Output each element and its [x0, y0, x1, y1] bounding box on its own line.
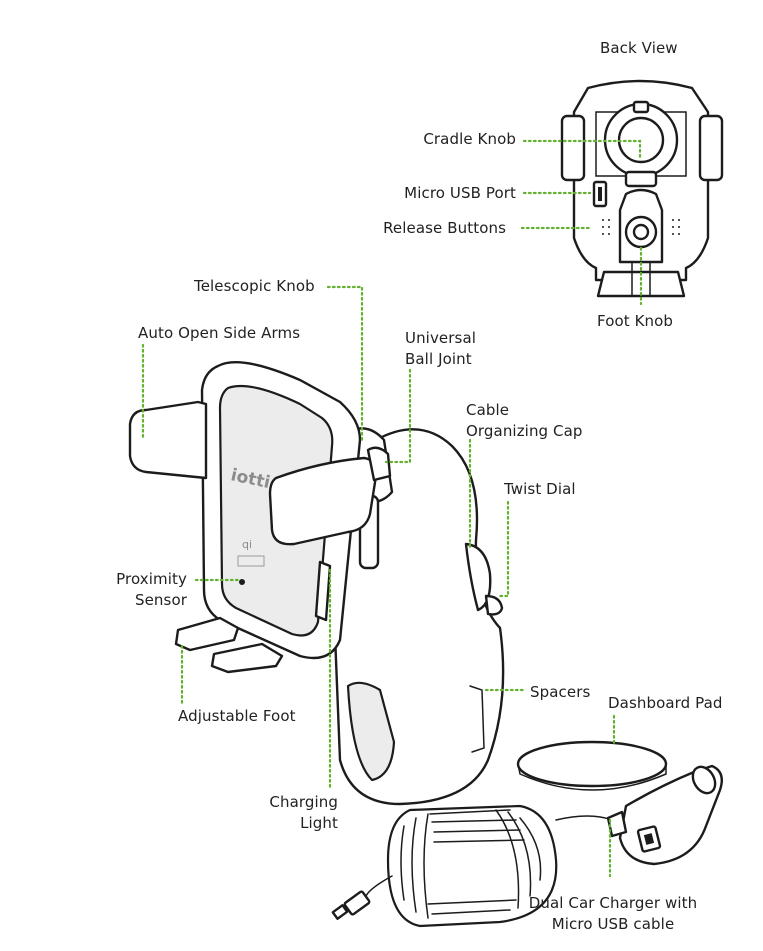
label-charging-light: Charging Light: [269, 793, 338, 832]
label-spacers: Spacers: [530, 683, 591, 701]
mount-body-drawing: iottie qi: [128, 361, 505, 806]
telescopic-knob: [366, 446, 392, 482]
label-dashboard-pad: Dashboard Pad: [608, 694, 723, 712]
right-side-arm: [268, 456, 378, 546]
back-view-leaders: [520, 139, 643, 306]
label-auto-open-side-arms: Auto Open Side Arms: [138, 324, 301, 342]
left-side-arm: [128, 400, 208, 480]
label-release-buttons: Release Buttons: [383, 219, 506, 237]
label-dual-car-charger: Dual Car Charger with Micro USB cable: [528, 894, 698, 933]
back-view-title: Back View: [600, 39, 678, 57]
back-view-right-grip: [698, 114, 724, 182]
back-view-left-grip: [560, 114, 586, 182]
label-twist-dial: Twist Dial: [504, 480, 576, 498]
coiled-usb-cable: [386, 804, 558, 928]
release-buttons-icon: [602, 219, 680, 235]
label-cable-organizing-cap: Cable Organizing Cap: [466, 401, 583, 440]
label-micro-usb-port: Micro USB Port: [404, 184, 516, 202]
qi-logo-icon: qi: [242, 538, 252, 551]
label-telescopic-knob: Telescopic Knob: [194, 277, 315, 295]
dashboard-pad-drawing: [516, 740, 668, 791]
micro-usb-plug: [343, 890, 371, 916]
label-adjustable-foot: Adjustable Foot: [178, 707, 296, 725]
car-charger-drawing: [331, 764, 723, 928]
back-view-drawing: [560, 79, 724, 298]
proximity-sensor-icon: [239, 579, 245, 585]
charging-light-strip: [314, 560, 332, 622]
adjustable-foot-upper: [174, 616, 240, 652]
adjustable-foot-lower: [210, 642, 284, 674]
label-proximity-sensor: Proximity Sensor: [116, 570, 187, 609]
label-universal-ball-joint: Universal Ball Joint: [405, 329, 477, 368]
label-foot-knob: Foot Knob: [597, 312, 674, 330]
spacers: [346, 681, 396, 782]
main-view-leaders: [141, 285, 616, 878]
label-cradle-knob: Cradle Knob: [423, 130, 516, 148]
